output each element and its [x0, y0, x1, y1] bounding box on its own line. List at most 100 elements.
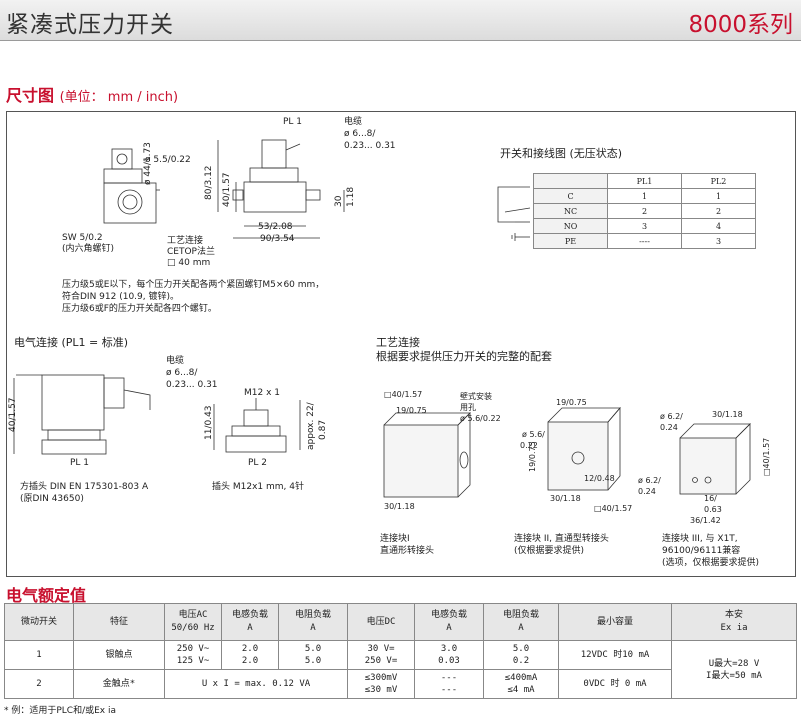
wiring-header-pl2: PL2	[681, 173, 756, 189]
b1-d19: 19/0.75	[396, 406, 427, 415]
r2-ind-dc-2: ---	[440, 685, 458, 695]
r2-vdc: ≤300mV≤30 mV	[347, 669, 415, 699]
dimension-panel	[6, 111, 796, 577]
wiring-pl2: 4	[681, 218, 756, 234]
th-vdc: 电压DC	[347, 603, 415, 641]
b1-hole: 用孔	[460, 403, 476, 412]
cetop-label: CETOP法兰	[167, 247, 215, 257]
b3-caption-1: 连接块 III, 与 X1T,	[662, 534, 738, 544]
b3-caption-2: 96100/96111兼容	[662, 546, 741, 556]
b1-wall: 壁式安装	[460, 392, 492, 401]
footnote: * 例：适用于PLC和/或Ex ia	[4, 706, 117, 716]
process-conn: 工艺连接	[167, 236, 204, 246]
wiring-pl1: ----	[607, 233, 682, 249]
elec-approx-2: 0.87	[318, 419, 328, 440]
b2-d19: 19/0.75	[556, 398, 587, 407]
hole-dia: ø 5.5/0.22	[145, 155, 191, 165]
h30: 30	[334, 195, 344, 207]
th-switch: 微动开关	[4, 603, 74, 641]
b3-d62b: 0.24	[660, 423, 678, 432]
r2-ind-dc-1: ---	[440, 673, 458, 683]
th-ind-dc-1: 电感负载	[430, 610, 467, 620]
th-ind-ac-2: A	[247, 623, 253, 633]
r1-ind-ac-2: 2.0	[241, 656, 259, 666]
r1-vdc-2: 250 V=	[364, 656, 398, 666]
b3-w30: 30/1.18	[712, 410, 743, 419]
r2-ind-dc: --- ---	[414, 669, 484, 699]
b2-h19: 19/0.75	[528, 441, 537, 472]
elec-title: 电气连接 (PL1 = 标准)	[14, 336, 129, 349]
b3-d62d: 0.24	[638, 487, 656, 496]
b3-h40: □40/1.57	[762, 437, 771, 476]
b2-w30: 30/1.18	[550, 494, 581, 503]
sw-label: SW 5/0.2	[62, 233, 103, 243]
b2-d40-text: 40/1.57	[601, 504, 633, 513]
wiring-pl2: 2	[681, 203, 756, 219]
elec-cable: 电缆	[166, 356, 185, 366]
r1-feature: 银触点	[73, 640, 165, 670]
wiring-header-blank	[533, 173, 608, 189]
r1-min: 12VDC 时10 mA	[558, 640, 672, 670]
th-res-ac-2: A	[310, 623, 316, 633]
b1-w30: 30/1.18	[384, 502, 415, 511]
r2-switch: 2	[4, 669, 74, 699]
elec-pl2: PL 2	[248, 458, 268, 468]
wiring-title: 开关和接线图 (无压状态)	[500, 147, 623, 160]
b1-caption-2: 直通形转接头	[380, 546, 435, 556]
r1-vac-1: 250 V~	[176, 644, 210, 654]
elec-pl1: PL 1	[70, 458, 90, 468]
r2-res-dc-1: ≤400mA	[504, 673, 538, 683]
series-label: 8000系列	[688, 12, 793, 38]
b1-d40: □40/1.57	[384, 390, 423, 399]
th-ind-dc-2: A	[446, 623, 452, 633]
elec-h40: 40/1.57	[8, 397, 18, 432]
b3-h40-text: 40/1.57	[762, 437, 771, 469]
r2-min: 0VDC 时 0 mA	[558, 669, 672, 699]
th-res-ac-1: 电阻负载	[294, 610, 331, 620]
note-3: 压力级6或F的压力开关配各四个螺钉。	[62, 304, 217, 314]
cable-label: 电缆	[344, 117, 363, 127]
r1-vac-2: 125 V~	[176, 656, 210, 666]
b2-hole-2: 0.22	[520, 441, 538, 450]
wiring-pl2: 1	[681, 188, 756, 204]
page-title: 紧凑式压力开关	[6, 12, 174, 38]
process-title: 工艺连接	[376, 336, 420, 349]
b3-caption-3: (选项，仅根据要求提供)	[662, 558, 760, 568]
r2-ac-span: U x I = max. 0.12 VA	[164, 669, 348, 699]
r1-exia-2: I最大=50 mA	[706, 670, 762, 681]
sq40: □ 40 mm	[167, 258, 211, 268]
elec-cable-dia: ø 6...8/	[166, 368, 198, 378]
b3-d62c: ø 6.2/	[638, 476, 661, 485]
h40: 40/1.57	[222, 172, 232, 207]
w90: 90/3.54	[260, 234, 295, 244]
wiring-table: PL1 PL2 C 1 1 NC 2 2 NO 3 4 PE ---- 3	[533, 173, 756, 249]
b2-d40: □40/1.57	[594, 504, 633, 513]
cable-dia: ø 6...8/	[344, 129, 376, 139]
b1-hole-d: ø 5.6/0.22	[460, 414, 501, 423]
note-1: 压力级5或E以下，每个压力开关配各两个紧固螺钉M5×60 mm，	[62, 280, 325, 290]
note-2: 符合DIN 912 (10.9, 镀锌)。	[62, 292, 180, 302]
r1-switch: 1	[4, 640, 74, 670]
r2-vdc-2: ≤30 mV	[364, 685, 398, 695]
dimensions-title: 尺寸图 (单位： mm / inch)	[6, 82, 178, 106]
r1-vdc-1: 30 V=	[367, 644, 395, 654]
r1-ind-dc-1: 3.0	[440, 644, 458, 654]
plug1-note: (原DIN 43650)	[20, 494, 84, 504]
sq40-text: 40 mm	[178, 258, 211, 268]
th-ind-dc: 电感负载 A	[414, 603, 484, 641]
r2-res-dc-2: ≤4 mA	[507, 685, 535, 695]
pl1-label: PL 1	[283, 117, 303, 127]
plug2-label: 插头 M12x1 mm, 4针	[212, 482, 304, 492]
th-vac-1: 电压AC	[178, 610, 208, 620]
d44: ø 44/1.73	[143, 142, 153, 185]
th-exia-1: 本安	[724, 610, 743, 620]
r1-ind-dc-2: 0.03	[438, 656, 460, 666]
elec-h11: 11/0.43	[204, 405, 214, 440]
b2-caption-2: (仅根据要求提供)	[514, 546, 585, 556]
